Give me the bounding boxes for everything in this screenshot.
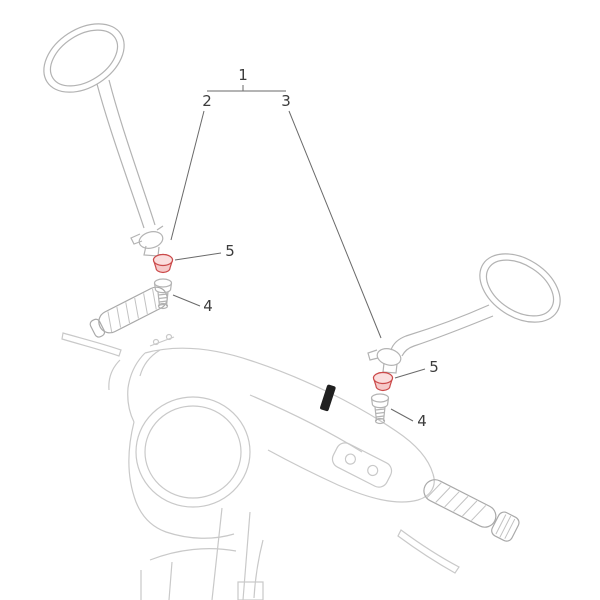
callout-label-3: 3 — [281, 92, 291, 110]
callout-label-4-left: 4 — [203, 297, 213, 315]
callout-label-2: 2 — [202, 92, 212, 110]
left-mirror-nut — [152, 253, 174, 274]
callout-line-5-left — [174, 252, 222, 261]
callout-label-5-left: 5 — [225, 242, 235, 260]
callout-line-3 — [288, 110, 382, 339]
right-grip — [423, 479, 520, 542]
left-mirror-clamp — [130, 225, 164, 257]
callout-bracket — [207, 85, 286, 92]
detail-plate — [331, 442, 393, 488]
left-grip — [89, 286, 168, 338]
left-mirror-mount — [149, 333, 175, 347]
left-mirror-glass — [43, 23, 125, 93]
right-mirror-stem — [390, 304, 494, 357]
right-brake-lever — [397, 529, 460, 574]
left-mirror-adapter — [153, 278, 173, 310]
callout-line-4-right — [390, 408, 414, 422]
headlight — [135, 396, 251, 508]
left-mirror-assembly — [43, 23, 174, 310]
right-mirror-nut — [372, 371, 394, 392]
right-mirror-adapter — [370, 393, 390, 425]
scooter-handlebar-art — [61, 286, 520, 600]
callout-label-1: 1 — [238, 66, 248, 84]
callout-label-4-right: 4 — [417, 412, 427, 430]
callout-line-2 — [170, 110, 205, 241]
right-mirror-glass — [479, 253, 561, 323]
handlebar-body — [108, 347, 435, 539]
callout-label-5-right: 5 — [429, 358, 439, 376]
left-brake-lever — [61, 332, 122, 357]
callouts: 1 2 3 5 4 5 4 — [170, 66, 439, 430]
left-mirror-stem — [96, 79, 156, 229]
callout-line-4-left — [172, 294, 201, 307]
fork-frame — [140, 507, 264, 600]
right-mirror-assembly — [367, 253, 561, 425]
right-mirror-clamp — [367, 348, 402, 374]
callout-line-5-right — [394, 368, 426, 379]
switch-block — [320, 384, 336, 412]
